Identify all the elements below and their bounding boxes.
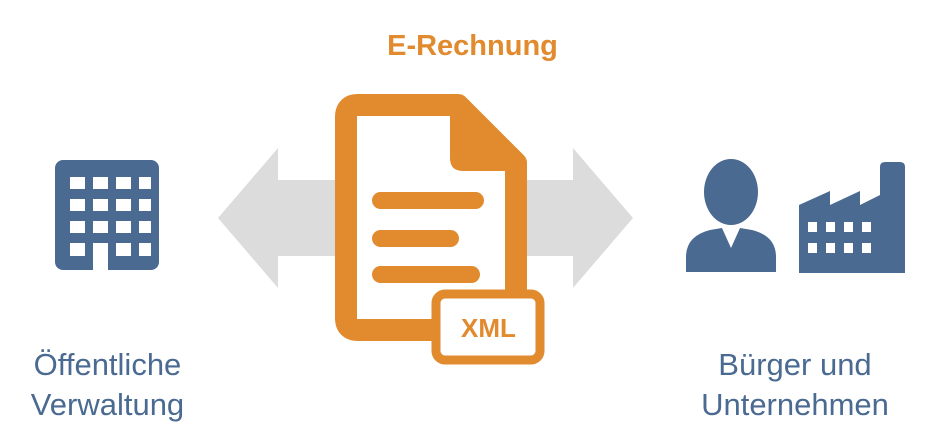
right-party-line2: Unternehmen [701,387,889,422]
factory-icon [799,162,905,273]
office-building-icon [55,160,159,270]
right-party-label: Bürger und Unternehmen [680,345,910,425]
left-party-line2: Verwaltung [30,387,185,422]
left-party-line1: Öffentliche [33,347,182,382]
xml-badge-box [431,289,545,365]
left-party-label: Öffentliche Verwaltung [10,345,205,425]
diagram-title: E-Rechnung [387,30,558,62]
xml-badge-label: XML [461,312,516,343]
person-icon [686,159,776,272]
document-icon [335,94,527,341]
right-party-line1: Bürger und [718,347,872,382]
